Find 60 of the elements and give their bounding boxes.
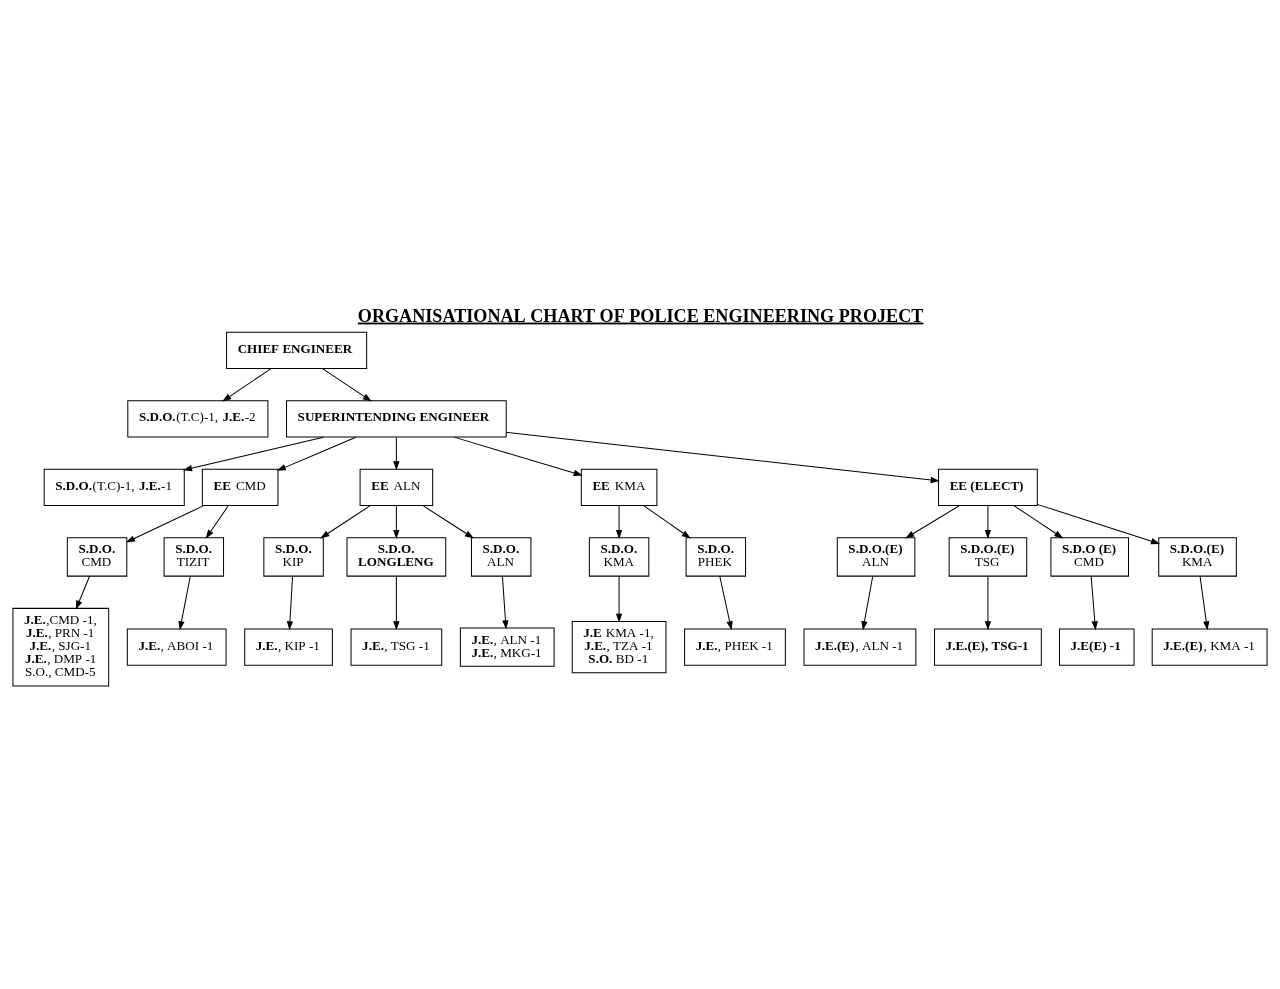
node-box: S.D.O. CMD <box>66 536 128 577</box>
arrow <box>222 367 272 402</box>
node-box: J.E., PHEK -1 <box>684 628 786 666</box>
arrow <box>125 504 205 542</box>
arrow <box>1036 503 1161 544</box>
arrow <box>984 504 992 539</box>
arrow <box>286 575 294 630</box>
arrow <box>183 436 324 471</box>
arrow <box>75 575 91 610</box>
node-box: S.D.O. LONGLENG <box>346 536 447 577</box>
arrow <box>861 575 874 630</box>
node-box: S.D.O. TIZIT <box>163 536 225 577</box>
node-box: S.D.O.(E) ALN <box>836 536 916 577</box>
arrow <box>719 575 733 630</box>
arrow <box>615 575 623 623</box>
arrow <box>984 575 992 630</box>
node-box: J.E., KIP -1 <box>244 628 333 666</box>
node-box: J.E.(E), ALN -1 <box>803 628 917 666</box>
node-box: J.E.,CMD -1, J.E., PRN -1 J.E., SJG-1 J.E., DMP -1 S.O., CMD-5 <box>12 607 110 686</box>
node-box: EE ALN <box>359 468 434 506</box>
arrow <box>422 504 474 538</box>
node-box: J.E(E) -1 <box>1058 628 1135 666</box>
arrow <box>276 436 357 471</box>
node-box: S.D.O.(T.C)-1, J.E.-1 <box>43 468 185 506</box>
node-box: S.D.O.(T.C)-1, J.E.-2 <box>127 399 269 438</box>
arrow <box>453 436 583 476</box>
node-box: EE KMA <box>580 468 658 506</box>
node-box: J.E., ALN -1 J.E., MKG-1 <box>459 627 555 667</box>
node-box: J.E., TSG -1 <box>350 628 443 666</box>
node-box: SUPERINTENDING ENGINEER <box>286 399 507 438</box>
node-box: EE (ELECT) <box>938 468 1038 506</box>
node-box: S.D.O.(E) TSG <box>948 536 1028 577</box>
node-box: CHIEF ENGINEER <box>226 331 368 369</box>
arrow <box>320 504 371 538</box>
arrow <box>615 504 623 539</box>
arrow <box>905 504 960 538</box>
arrow <box>1013 504 1064 538</box>
node-box: J.E.(E), KMA -1 <box>1151 628 1268 666</box>
arrow <box>505 431 940 483</box>
arrow <box>393 575 400 630</box>
arrow <box>322 367 372 402</box>
node-box: S.D.O (E) CMD <box>1050 536 1129 577</box>
node-box: J.E., ABOI -1 <box>126 628 227 666</box>
arrow <box>1199 575 1210 630</box>
node-box: S.D.O.(E) KMA <box>1158 536 1237 577</box>
arrow <box>205 504 229 539</box>
node-box: S.D.O. KIP <box>263 536 324 577</box>
arrow <box>501 575 509 629</box>
node-box: J.E KMA -1, J.E., TZA -1 S.O. BD -1 <box>571 620 667 673</box>
node-box: EE CMD <box>201 468 279 506</box>
arrow <box>643 504 691 538</box>
node-box: S.D.O. ALN <box>470 536 532 577</box>
arrow <box>1090 575 1098 630</box>
arrow <box>178 575 191 630</box>
arrow <box>393 436 400 470</box>
node-box: J.E.(E), TSG-1 <box>934 628 1042 666</box>
node-box: S.D.O. KMA <box>588 536 650 577</box>
diagram-title: ORGANISATIONAL CHART OF POLICE ENGINEERING PROJECT <box>357 305 924 326</box>
arrow <box>393 504 400 539</box>
node-box: S.D.O. PHEK <box>685 536 747 577</box>
